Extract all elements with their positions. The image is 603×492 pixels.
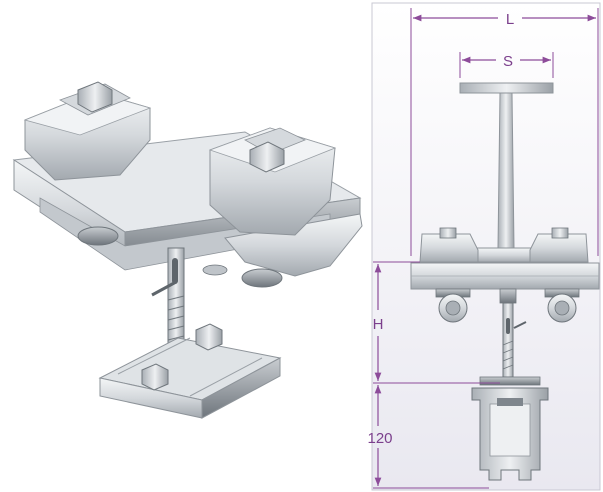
dimension-h: H	[373, 264, 384, 381]
base-front-nut	[141, 363, 169, 391]
dimension-120: 120	[367, 385, 393, 486]
drawing-right-nut	[544, 288, 580, 323]
dimension-l: L	[413, 11, 596, 28]
dimension-s-label: S	[503, 53, 513, 70]
i-beam	[459, 82, 554, 263]
dimension-h-label: H	[373, 316, 384, 333]
drawing-left-nut	[435, 288, 471, 323]
left-lower-nut	[77, 226, 119, 246]
right-clamp	[208, 127, 337, 236]
dimension-120-label: 120	[367, 430, 392, 447]
base-rear-nut	[195, 323, 223, 351]
center-washer	[202, 264, 228, 276]
drawing-left-clamp	[419, 227, 479, 263]
dimension-s: S	[462, 53, 551, 70]
drawing-right-clamp	[529, 227, 589, 263]
track-profile	[471, 376, 549, 481]
base-plate	[98, 323, 282, 419]
extension-lines	[373, 8, 599, 489]
dimension-l-label: L	[506, 11, 514, 28]
technical-drawing: L S H 120	[367, 2, 601, 491]
assembly-3d-view	[12, 81, 363, 419]
drawing-channel	[410, 262, 600, 290]
right-lower-nut	[241, 268, 283, 288]
threaded-rod	[151, 247, 185, 344]
left-clamp	[23, 81, 152, 181]
